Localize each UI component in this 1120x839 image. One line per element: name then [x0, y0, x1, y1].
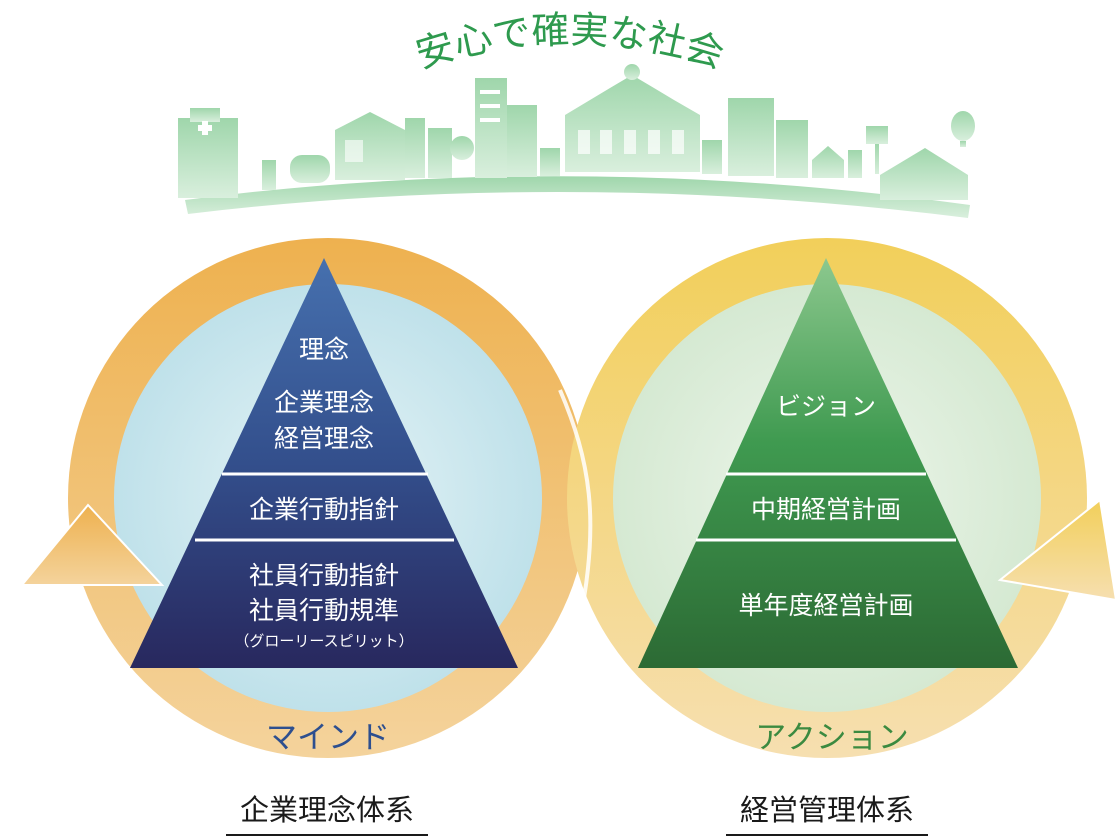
crossing-seam	[558, 389, 593, 621]
left-arc-label: マインド	[266, 720, 390, 756]
right-arc-label: アクション	[755, 720, 908, 756]
left-tier1-line1: 理念	[299, 335, 349, 364]
left-arrow-head	[19, 503, 165, 586]
left-tier3-line1: 社員行動指針	[249, 561, 399, 590]
right-tier2-line1: 中期経営計画	[751, 495, 901, 524]
left-tier1-line3: 経営理念	[274, 424, 374, 453]
right-tier1-line1: ビジョン	[776, 392, 876, 421]
left-tier2-line1: 企業行動指針	[249, 495, 399, 524]
left-tier1-line2: 企業理念	[274, 388, 374, 417]
right-arrow-head	[997, 498, 1118, 602]
left-pyramid: 理念 企業理念 経営理念 企業行動指針 社員行動指針 社員行動規準 （グローリー…	[130, 258, 518, 668]
headline: 安心で確実な社会	[411, 8, 730, 77]
left-tier3-line2: 社員行動規準	[249, 596, 399, 625]
left-caption: 企業理念体系	[226, 790, 428, 836]
left-tier3-note: （グローリースピリット）	[234, 632, 413, 650]
city-skyline-illustration	[178, 64, 975, 218]
right-pyramid: ビジョン 中期経営計画 単年度経営計画	[638, 258, 1018, 668]
right-tier3-line1: 単年度経営計画	[738, 591, 913, 620]
right-caption: 経営管理体系	[726, 790, 928, 836]
